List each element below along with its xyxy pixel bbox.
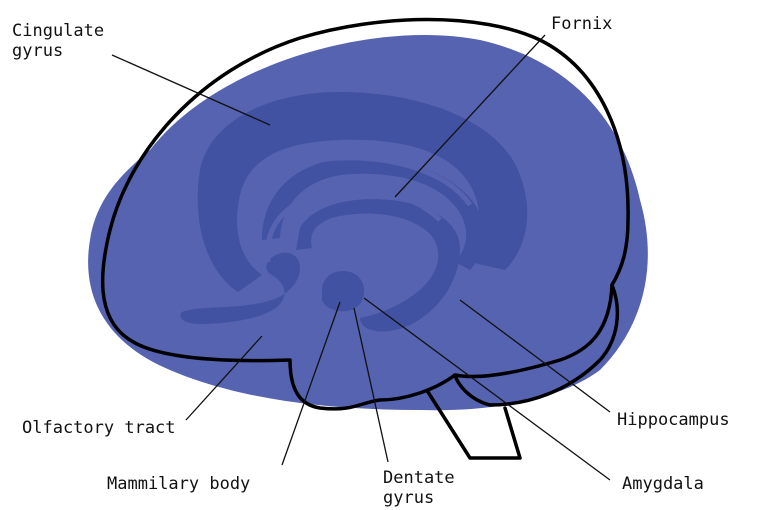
amygdala-shape bbox=[322, 271, 364, 311]
label-mammillary-body: Mammilary body bbox=[107, 474, 250, 494]
label-fornix: Fornix bbox=[551, 14, 612, 34]
label-olfactory-tract: Olfactory tract bbox=[22, 418, 176, 438]
label-cingulate-gyrus: Cingulate gyrus bbox=[12, 21, 104, 61]
label-amygdala: Amygdala bbox=[622, 474, 704, 494]
label-hippocampus: Hippocampus bbox=[617, 410, 730, 430]
label-dentate-gyrus: Dentate gyrus bbox=[383, 468, 455, 508]
